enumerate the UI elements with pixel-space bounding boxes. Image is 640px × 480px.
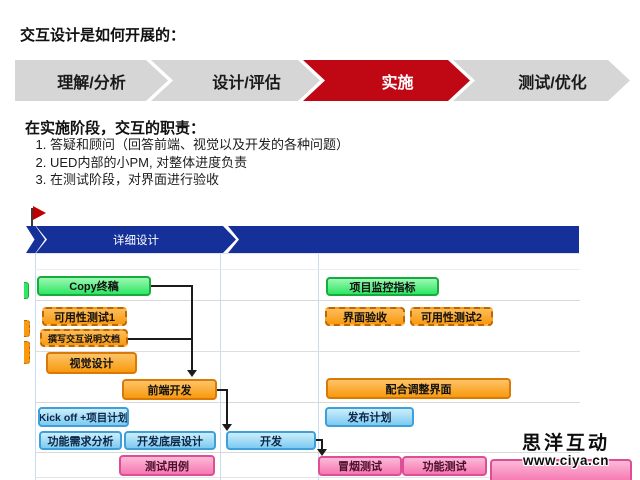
- process-step-label: 设计/评估: [212, 74, 281, 92]
- milestone-flag-icon: [33, 206, 46, 220]
- task-frontend-dev: 前端开发: [122, 379, 217, 400]
- responsibility-list: 答疑和顾问（回答前端、视觉以及开发的各种问题） UED内部的小PM, 对整体进度…: [26, 136, 630, 189]
- process-step-label: 测试/优化: [518, 74, 587, 92]
- phase-bar-next: [228, 226, 579, 253]
- connector-line: [127, 338, 193, 340]
- grid-hline: [35, 300, 580, 301]
- grid-hline: [35, 477, 580, 478]
- task-kickoff-plan: Kick off +项目计划: [38, 407, 129, 427]
- task-write-spec-doc: 撰写交互说明文档: [40, 329, 128, 347]
- grid-vline: [318, 253, 319, 480]
- task-smoke-test: 冒烟测试: [318, 456, 402, 476]
- process-step-implementation-active: 实施: [303, 60, 470, 101]
- connector-line: [150, 285, 193, 287]
- task-copy-final: Copy终稿: [37, 276, 151, 296]
- connector-line: [226, 389, 228, 425]
- task-release-plan: 发布计划: [325, 407, 414, 427]
- task-monitor-metrics: 项目监控指标: [326, 277, 439, 296]
- task-dev: 开发: [226, 431, 316, 450]
- phase-bar-detail-design: 详细设计: [36, 226, 236, 253]
- arrow-down-icon: [317, 449, 327, 456]
- task-usability-test-1: 可用性测试1: [42, 307, 127, 326]
- grid-vline: [35, 253, 36, 480]
- phase-chevron-tail: [26, 226, 45, 253]
- watermark-brand: 思洋互动: [521, 433, 610, 454]
- responsibility-item: 答疑和顾问（回答前端、视觉以及开发的各种问题）: [50, 136, 630, 154]
- watermark-url: www.ciya.cn: [522, 453, 610, 468]
- connector-line: [315, 439, 323, 441]
- task-sliver: [24, 282, 29, 299]
- task-sliver: [24, 320, 30, 337]
- task-partial-clipped: [490, 459, 632, 480]
- task-usability-test-2: 可用性测试2: [410, 307, 493, 326]
- grid-hline: [28, 253, 580, 254]
- task-func-test: 功能测试: [402, 456, 487, 476]
- process-step-label: 理解/分析: [57, 74, 126, 92]
- task-ui-acceptance: 界面验收: [325, 307, 405, 326]
- process-step-test-optimize: 测试/优化: [453, 60, 630, 101]
- task-visual-design: 视觉设计: [46, 352, 137, 374]
- task-dev-base-design: 开发底层设计: [124, 431, 216, 450]
- process-step-design-evaluate: 设计/评估: [151, 60, 320, 101]
- grid-hline: [35, 351, 580, 352]
- section-heading: 在实施阶段，交互的职责：: [25, 120, 206, 137]
- task-test-case: 测试用例: [119, 455, 215, 476]
- task-adjust-ui: 配合调整界面: [326, 378, 511, 399]
- process-step-label: 实施: [381, 74, 414, 92]
- watermark: 思洋互动 www.ciya.cn: [508, 434, 624, 468]
- slide-title: 交互设计是如何开展的：: [20, 26, 186, 44]
- grid-vline: [220, 253, 221, 480]
- responsibility-item: UED内部的小PM, 对整体进度负责: [50, 154, 630, 172]
- arrow-down-icon: [187, 370, 197, 377]
- connector-line: [321, 439, 323, 450]
- arrow-down-icon: [222, 424, 232, 431]
- responsibility-item: 在测试阶段，对界面进行验收: [50, 171, 630, 189]
- task-sliver: [24, 341, 30, 364]
- grid-hline: [35, 269, 580, 270]
- connector-line: [216, 389, 228, 391]
- grid-hline: [35, 402, 580, 403]
- task-func-req-analysis: 功能需求分析: [39, 431, 122, 450]
- phase-label: 详细设计: [113, 234, 159, 247]
- connector-line: [191, 285, 193, 372]
- process-step-understand-analyze: 理解/分析: [15, 60, 168, 101]
- grid-hline: [35, 452, 580, 453]
- flag-pole: [31, 208, 33, 230]
